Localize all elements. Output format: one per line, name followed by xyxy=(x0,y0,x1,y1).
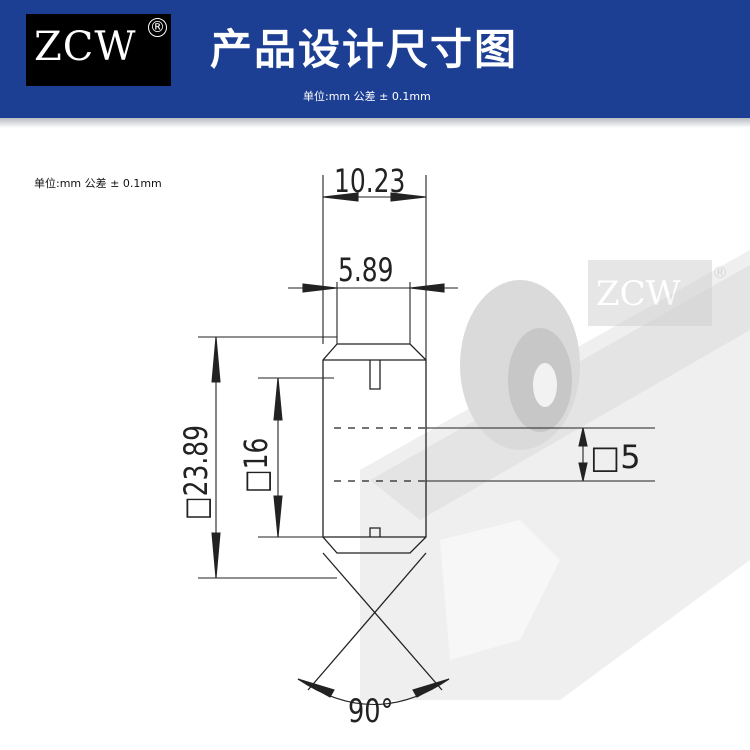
header-shadow xyxy=(0,118,750,128)
page-title: 产品设计尺寸图 xyxy=(210,25,519,74)
registered-mark: ® xyxy=(148,18,167,37)
notch-bottom xyxy=(369,527,381,537)
logo-text: ZCW xyxy=(34,24,137,70)
brand-logo: ZCW ® xyxy=(26,14,171,86)
notch-top xyxy=(369,360,381,390)
profile-slot xyxy=(440,520,560,660)
dim-overall-width: 10.23 xyxy=(334,162,405,200)
dim-angle: 90° xyxy=(348,692,393,730)
dim-inner-width: 5.89 xyxy=(338,251,394,289)
watermark-text: ZCW xyxy=(596,274,681,314)
dim-inner-height: □16 xyxy=(237,438,275,493)
v-edge-left xyxy=(322,552,443,691)
wheel-profile xyxy=(307,343,443,691)
watermark-mark: ® xyxy=(712,263,728,282)
header-subtitle: 单位:mm 公差 ± 0.1mm xyxy=(303,90,431,103)
v-edge-right xyxy=(307,552,427,691)
wheel-outline xyxy=(322,343,427,554)
wheel-hub xyxy=(533,363,557,407)
dim-groove-depth: □5 xyxy=(590,438,641,476)
unit-tolerance-note: 单位:mm 公差 ± 0.1mm xyxy=(34,177,162,190)
dim-overall-height: □23.89 xyxy=(177,425,215,520)
product-photo xyxy=(360,250,750,700)
watermark-logo: ZCW ® xyxy=(588,260,728,326)
dimension-lines xyxy=(198,175,655,706)
